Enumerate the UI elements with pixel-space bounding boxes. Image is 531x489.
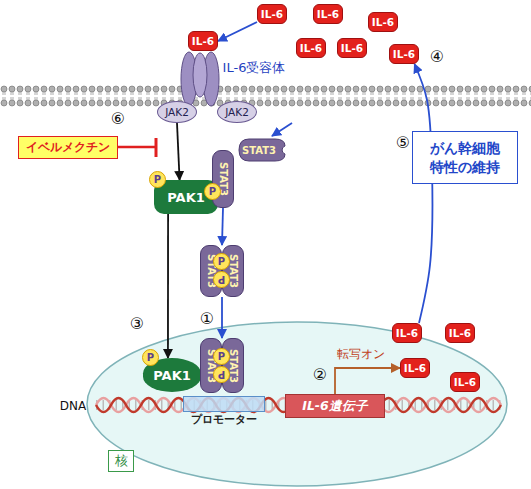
- drug-box: イベルメクチン: [18, 136, 118, 159]
- node-text: IL-6: [372, 16, 394, 28]
- signal-arrow: [167, 214, 169, 358]
- node-text: IL-6: [393, 48, 415, 60]
- callout-number: ④: [430, 47, 444, 66]
- node-text: がん幹細胞 特性の維持: [413, 139, 517, 177]
- callout-number: ②: [313, 365, 327, 384]
- node-text: IL-6: [341, 42, 363, 54]
- cytokine-molecule: IL-6: [337, 38, 367, 58]
- node-text: IL-6: [317, 8, 339, 20]
- node-text: P: [218, 369, 225, 380]
- receptor-subunit: [193, 53, 207, 97]
- node-text: IL-6: [454, 376, 476, 388]
- phosphate-circle: P: [142, 349, 159, 366]
- node-text: IL-6: [300, 42, 322, 54]
- inhibition-bar: [155, 138, 158, 157]
- protein-shape: STAT3: [238, 138, 286, 162]
- node-text: P: [147, 352, 154, 363]
- node-text: IL-6: [449, 327, 471, 339]
- node-text: PAK1: [167, 190, 205, 205]
- callout-number: ③: [130, 314, 144, 333]
- callout-number: ⑥: [111, 109, 125, 128]
- phosphate-circle: P: [149, 171, 166, 188]
- node-text: P: [218, 274, 225, 285]
- node-text: IL-6: [396, 327, 418, 339]
- node-text: IL-6: [192, 35, 214, 47]
- phosphate-circle: P: [204, 183, 221, 200]
- signal-arrow: [221, 297, 223, 338]
- cytokine-molecule: IL-6: [445, 323, 475, 343]
- signal-arrow: [177, 123, 180, 180]
- node-text: JAK2: [225, 106, 249, 118]
- node-text: イベルメクチン: [26, 139, 110, 156]
- node-text: STAT3: [242, 145, 282, 156]
- protein-shape: STAT3: [222, 338, 244, 393]
- kinase-oval: JAK2: [217, 101, 257, 123]
- signal-arrow: [222, 208, 223, 245]
- outcome-box: がん幹細胞 特性の維持: [412, 131, 518, 184]
- protein-outline-path: [239, 139, 285, 161]
- cytokine-molecule: IL-6: [296, 38, 326, 58]
- phosphate-circle: P: [213, 271, 230, 288]
- node-text: PAK1: [153, 368, 191, 383]
- cell-membrane: [0, 85, 531, 107]
- cytokine-molecule: IL-6: [389, 44, 419, 64]
- node-text: P: [209, 186, 216, 197]
- kinase-oval: JAK2: [157, 101, 197, 123]
- node-text: P: [218, 351, 225, 362]
- cytokine-molecule: IL-6: [400, 358, 430, 378]
- node-text: IL-6: [261, 8, 283, 20]
- phosphate-circle: P: [213, 348, 230, 365]
- phosphate-circle: P: [213, 366, 230, 383]
- promoter-region: プロモーター: [183, 396, 265, 428]
- cytokine-molecule: IL-6: [368, 12, 398, 32]
- node-text: プロモーター: [191, 413, 257, 427]
- strand-label: DNA: [60, 399, 86, 413]
- node-text: IL-6遺伝子: [302, 398, 368, 415]
- node-text: IL-6: [404, 362, 426, 374]
- signal-arrow: [218, 22, 257, 41]
- nucleus-ellipse: [87, 322, 507, 486]
- inhibition-line: [118, 146, 156, 149]
- callout-number: ⑤: [396, 133, 410, 152]
- cytokine-molecule: IL-6: [450, 372, 480, 392]
- node-text: P: [154, 174, 161, 185]
- signal-arrow: [335, 368, 400, 394]
- gene-box: IL-6遺伝子: [285, 394, 385, 418]
- cytokine-molecule: IL-6: [392, 323, 422, 343]
- phosphate-circle: P: [213, 253, 230, 270]
- compartment-tag: 核: [108, 450, 134, 472]
- edge-label: 転写オン: [337, 346, 385, 363]
- recruit-arrow: [272, 123, 292, 136]
- cytokine-molecule: IL-6: [188, 31, 218, 51]
- node-text: 核: [115, 452, 128, 470]
- receptor-label: IL-6受容体: [223, 59, 286, 77]
- cytokine-molecule: IL-6: [257, 4, 287, 24]
- cytokine-molecule: IL-6: [313, 4, 343, 24]
- node-text: JAK2: [165, 106, 189, 118]
- node-text: P: [218, 256, 225, 267]
- callout-number: ①: [200, 309, 214, 328]
- promoter-band: [183, 396, 265, 412]
- signal-arrow: [415, 64, 433, 323]
